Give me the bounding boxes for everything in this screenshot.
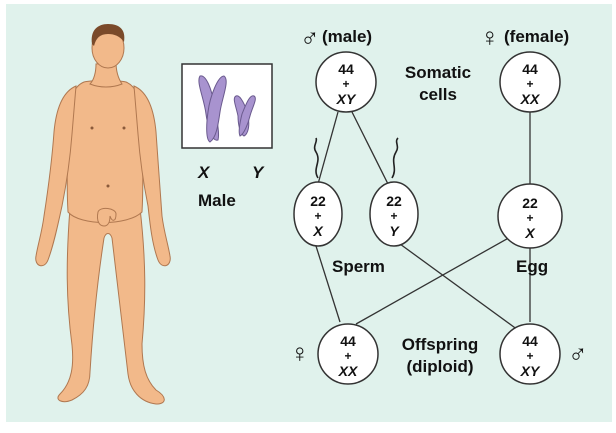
sperm-x-cell: 22 + X <box>294 182 342 246</box>
egg-count: 22 <box>522 195 538 211</box>
male-symbol-icon: ♂ <box>300 22 320 52</box>
male-somatic-sex: XY <box>336 91 357 107</box>
y-chromosome-label: Y <box>252 163 265 182</box>
female-somatic-sex: XX <box>520 91 541 107</box>
sperm-x-count: 22 <box>310 193 326 209</box>
offspring-female-symbol-icon: ♀ <box>290 338 310 368</box>
offspring-female-cell: 44 + XX <box>318 324 378 384</box>
karyotype-frame <box>182 64 272 148</box>
egg-label: Egg <box>516 257 548 276</box>
sperm-y-plus: + <box>390 209 397 223</box>
offspring-label-line1: Offspring <box>402 335 479 354</box>
female-somatic-cell: 44 + XX <box>500 52 560 112</box>
offspring-male-sex: XY <box>520 363 541 379</box>
egg-plus: + <box>526 211 533 225</box>
female-symbol-icon: ♀ <box>480 22 500 52</box>
offspring-label-line2: (diploid) <box>406 357 473 376</box>
egg-sex: X <box>524 225 536 241</box>
offspring-male-cell: 44 + XY <box>500 324 560 384</box>
x-chromosome-label: X <box>197 163 211 182</box>
sperm-y-cell: 22 + Y <box>370 182 418 246</box>
offspring-male-count: 44 <box>522 333 538 349</box>
figure-nipple-left <box>91 127 94 130</box>
female-somatic-plus: + <box>526 77 533 91</box>
somatic-cells-label-line1: Somatic <box>405 63 471 82</box>
offspring-male-symbol-icon: ♂ <box>568 338 588 368</box>
female-header-label: (female) <box>504 27 569 46</box>
egg-cell: 22 + X <box>498 184 562 248</box>
male-somatic-plus: + <box>342 77 349 91</box>
male-somatic-count: 44 <box>338 61 354 77</box>
sperm-x-sex: X <box>312 223 324 239</box>
female-somatic-count: 44 <box>522 61 538 77</box>
offspring-male-plus: + <box>526 349 533 363</box>
offspring-female-plus: + <box>344 349 351 363</box>
karyotype-caption: Male <box>198 191 236 210</box>
offspring-female-sex: XX <box>338 363 359 379</box>
male-somatic-cell: 44 + XY <box>316 52 376 112</box>
figure-navel <box>107 185 110 188</box>
offspring-female-count: 44 <box>340 333 356 349</box>
sperm-x-plus: + <box>314 209 321 223</box>
figure-nipple-right <box>123 127 126 130</box>
sperm-y-count: 22 <box>386 193 402 209</box>
somatic-cells-label-line2: cells <box>419 85 457 104</box>
figure-torso <box>67 81 143 223</box>
male-header-label: (male) <box>322 27 372 46</box>
sperm-label: Sperm <box>332 257 385 276</box>
